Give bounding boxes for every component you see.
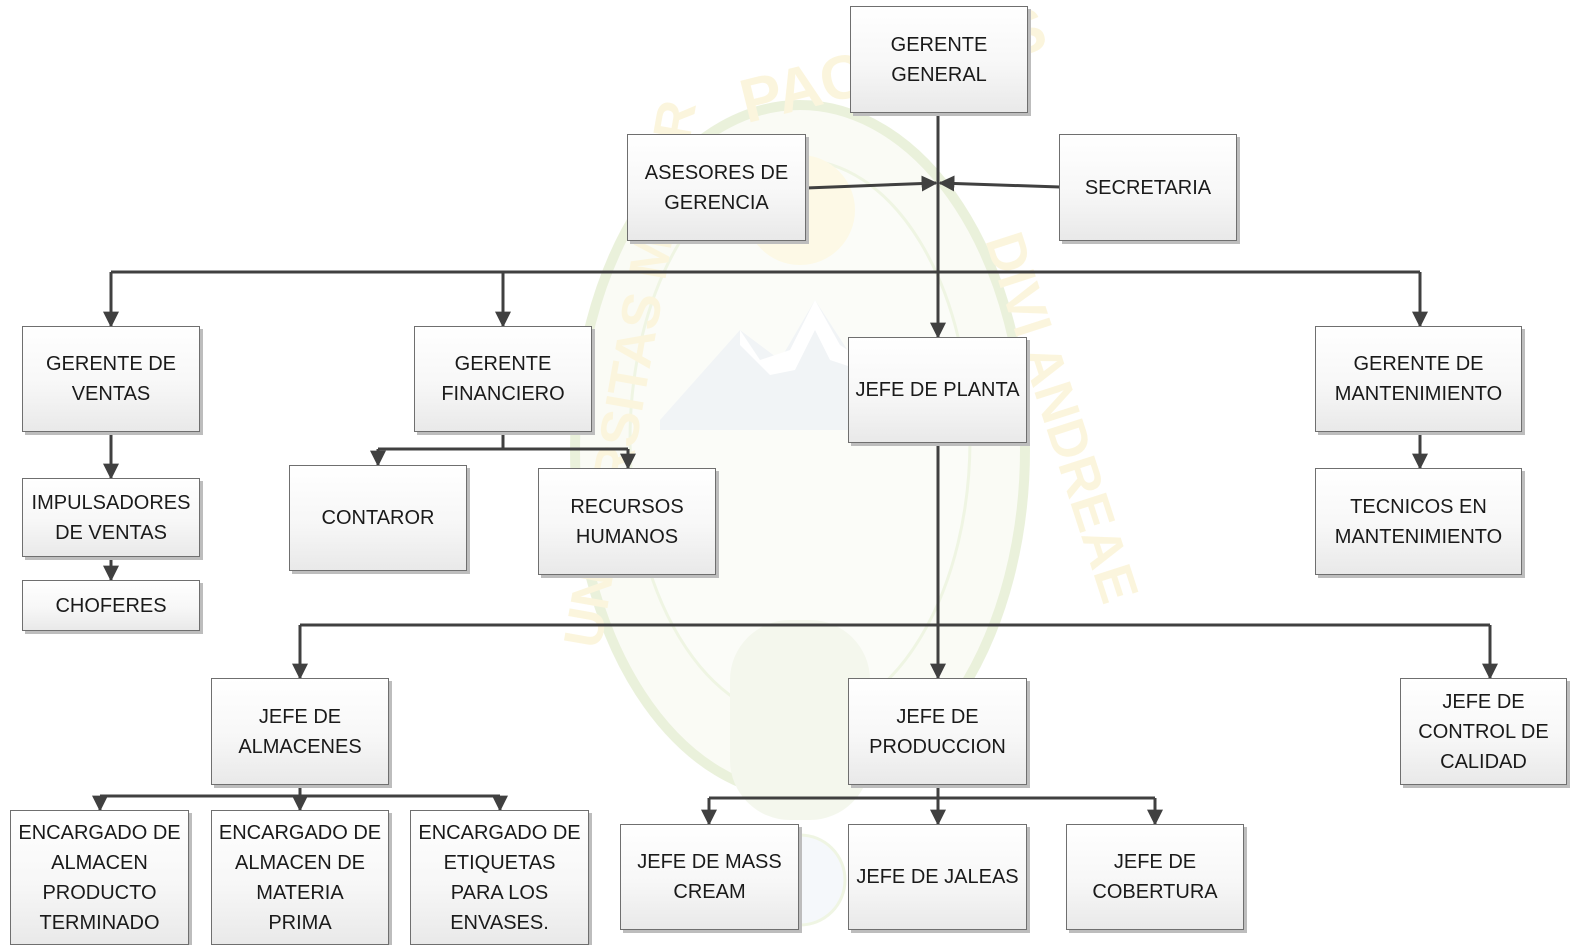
- node-jefe-de-control-de-calidad: JEFE DE CONTROL DE CALIDAD: [1400, 678, 1567, 785]
- node-label: CHOFERES: [55, 594, 167, 617]
- node-recursos-humanos: RECURSOS HUMANOS: [538, 468, 716, 575]
- node-tecnicos-en-mantenimiento: TECNICOS EN MANTENIMIENTO: [1315, 468, 1522, 575]
- node-label: ENCARGADO DE ETIQUETAS PARA LOS ENVASES.: [418, 821, 581, 934]
- node-gerente-de-mantenimiento: GERENTE DE MANTENIMIENTO: [1315, 326, 1522, 432]
- node-impulsadores-de-ventas: IMPULSADORES DE VENTAS: [22, 478, 200, 557]
- connector-secretaria: [938, 175, 1061, 192]
- node-label: ASESORES DE GERENCIA: [644, 161, 789, 214]
- node-gerente-financiero: GERENTE FINANCIERO: [414, 326, 592, 432]
- node-contador: CONTAROR: [289, 465, 467, 571]
- node-jefe-de-cobertura: JEFE DE COBERTURA: [1066, 824, 1244, 930]
- node-label: TECNICOS EN MANTENIMIENTO: [1334, 495, 1503, 548]
- node-label: GERENTE GENERAL: [890, 33, 988, 86]
- node-label: GERENTE DE VENTAS: [45, 353, 177, 405]
- node-label: JEFE DE MASS CREAM: [637, 851, 782, 903]
- node-label: JEFE DE COBERTURA: [1092, 851, 1218, 903]
- connector-asesores: [805, 175, 938, 192]
- node-jefe-de-jaleas: JEFE DE JALEAS: [848, 824, 1027, 930]
- node-gerente-general: GERENTE GENERAL: [850, 6, 1028, 113]
- node-label: RECURSOS HUMANOS: [570, 495, 684, 548]
- seal-mountain: [660, 300, 900, 430]
- node-asesores-de-gerencia: ASESORES DE GERENCIA: [627, 134, 806, 241]
- node-label: JEFE DE ALMACENES: [238, 705, 362, 758]
- node-gerente-de-ventas: GERENTE DE VENTAS: [22, 326, 200, 432]
- node-label: JEFE DE PLANTA: [855, 379, 1020, 401]
- node-secretaria: SECRETARIA: [1059, 134, 1237, 241]
- node-jefe-de-planta: JEFE DE PLANTA: [848, 337, 1027, 443]
- node-label: ENCARGADO DE ALMACEN DE MATERIA PRIMA: [218, 821, 382, 934]
- node-label: IMPULSADORES DE VENTAS: [31, 491, 191, 544]
- node-label: JEFE DE PRODUCCION: [869, 705, 1006, 758]
- node-encargado-almacen-materia-prima: ENCARGADO DE ALMACEN DE MATERIA PRIMA: [211, 810, 389, 945]
- node-encargado-etiquetas-envases: ENCARGADO DE ETIQUETAS PARA LOS ENVASES.: [410, 810, 589, 945]
- node-label: GERENTE DE MANTENIMIENTO: [1334, 353, 1503, 405]
- node-choferes: CHOFERES: [22, 580, 200, 631]
- node-jefe-de-almacenes: JEFE DE ALMACENES: [211, 678, 389, 785]
- seal-shield-base: [730, 620, 870, 820]
- node-jefe-de-mass-cream: JEFE DE MASS CREAM: [620, 824, 799, 930]
- node-label: ENCARGADO DE ALMACEN PRODUCTO TERMINADO: [18, 821, 181, 934]
- node-label: JEFE DE CONTROL DE CALIDAD: [1418, 690, 1549, 773]
- node-encargado-almacen-producto-terminado: ENCARGADO DE ALMACEN PRODUCTO TERMINADO: [10, 810, 189, 945]
- node-label: GERENTE FINANCIERO: [441, 353, 565, 405]
- node-label: JEFE DE JALEAS: [856, 866, 1019, 888]
- node-label: CONTAROR: [321, 507, 435, 529]
- node-label: SECRETARIA: [1084, 176, 1212, 199]
- node-jefe-de-produccion: JEFE DE PRODUCCION: [848, 678, 1027, 785]
- seal-mountain-snow: [740, 300, 870, 375]
